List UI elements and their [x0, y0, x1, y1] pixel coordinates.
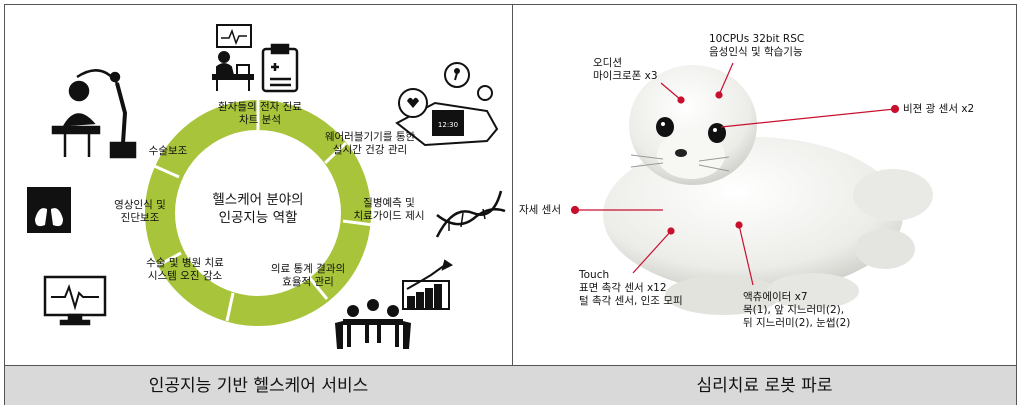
caption-right: 심리치료 로봇 파로 [696, 376, 833, 396]
smartwatch-icon: 12:30 [395, 62, 499, 147]
svg-text:12:30: 12:30 [438, 121, 458, 129]
posture-sensor-label: 자세 센서 [519, 204, 561, 216]
clipboard-icon [261, 43, 299, 93]
segment-error-label: 수술 및 병원 치료 시스템 오진 감소 [146, 257, 224, 282]
actuator-label: 액츄에이터 x7 목(1), 앞 지느러미(2), 뒤 지느러미(2), 눈썹(… [743, 291, 851, 329]
segment-imaging-label: 영상인식 및 진단보조 [114, 199, 166, 224]
annotation-leaders [570, 62, 900, 286]
surgery-robot-icon [51, 69, 137, 159]
doctor-desk-icon [212, 24, 254, 91]
touch-sensor-label: Touch 표면 촉각 센서 x12 털 촉각 센서, 인조 모피 [579, 269, 683, 307]
ecg-monitor-icon [43, 275, 107, 326]
figure-table: 12:30 [4, 4, 1017, 405]
ring-center-title: 헬스케어 분야의 인공지능 역할 [212, 192, 304, 226]
paro-seal-image [603, 65, 933, 315]
healthcare-ai-panel: 12:30 [5, 5, 512, 365]
paro-robot-graphic [570, 62, 933, 315]
lungs-xray-icon [27, 187, 71, 233]
segment-prediction-label: 질병예측 및 치료가이드 제시 [353, 197, 425, 222]
healthcare-ai-graphic: 12:30 [27, 24, 506, 349]
dna-icon [435, 190, 506, 238]
bar-chart-icon [402, 259, 453, 310]
column-divider [512, 5, 513, 404]
cpu-label: 10CPUs 32bit RSC 음성인식 및 학습기능 [709, 33, 805, 58]
caption-row: 인공지능 기반 헬스케어 서비스 심리치료 로봇 파로 [5, 365, 1016, 405]
segment-surgery-label: 수술보조 [148, 145, 188, 157]
segment-wearable-label: 웨어러블기기를 통한 실시간 건강 관리 [324, 131, 416, 156]
meeting-icon [335, 299, 411, 349]
caption-left: 인공지능 기반 헬스케어 서비스 [148, 376, 369, 396]
mic-label: 오디션 마이크로폰 x3 [593, 57, 658, 82]
vision-sensor-label: 비젼 광 센서 x2 [903, 103, 975, 115]
segment-ehr-label: 환자들의 전자 진료 차트 분석 [218, 101, 302, 126]
paro-robot-panel: 오디션 마이크로폰 x3 10CPUs 32bit RSC 음성인식 및 학습기… [513, 5, 1016, 365]
segment-statistics-label: 의료 통계 결과의 효율적 관리 [270, 263, 346, 288]
